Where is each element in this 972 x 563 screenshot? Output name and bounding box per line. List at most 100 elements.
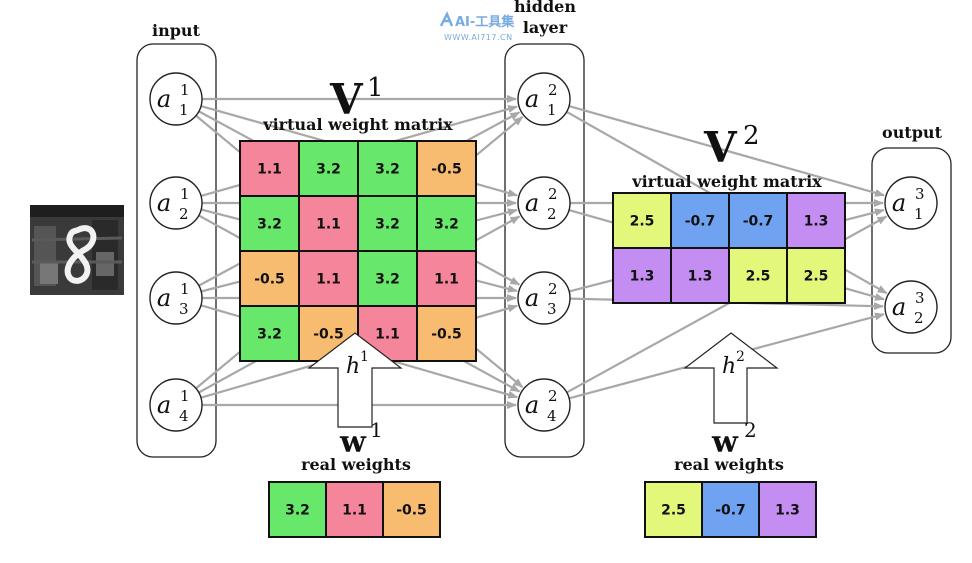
w2-value-r1c2: -0.7 [715, 503, 746, 519]
v1-value-r3c2: 1.1 [316, 272, 341, 288]
v2-value-r1c3: -0.7 [743, 214, 774, 230]
input-neuron-2-circle [149, 176, 203, 230]
output-neuron-1-circle [884, 176, 938, 230]
input-neuron-4-subscript: 4 [179, 407, 189, 425]
v1-value-r4c3: 1.1 [375, 327, 400, 343]
input-neuron-3-subscript: 3 [179, 300, 189, 318]
w1-caption: real weights [301, 455, 411, 474]
h2-superscript: 2 [736, 349, 745, 365]
input-neuron-2-superscript: 1 [180, 185, 190, 203]
h1-label: h [346, 354, 360, 379]
w2-cell-r1c2 [701, 481, 760, 538]
output-neuron-1-subscript: 1 [914, 205, 924, 223]
v2-cell-r2c1 [612, 247, 672, 304]
svg-text:AI-工具集: AI-工具集 [455, 14, 515, 30]
v2-symbol: V [703, 123, 738, 172]
v2-value-r2c4: 2.5 [804, 269, 829, 285]
h1-superscript: 1 [360, 349, 369, 365]
hidden-neuron-1-symbol: a [525, 85, 539, 113]
h2-hash-arrow [683, 332, 779, 424]
v1-value-r2c3: 3.2 [375, 217, 400, 233]
v1-value-r4c2: -0.5 [313, 327, 344, 343]
input-neuron-1-symbol: a [157, 85, 171, 113]
w1-value-r1c2: 1.1 [342, 503, 367, 519]
v1-cell-r2c3 [357, 195, 418, 252]
v1-cell-r3c1 [239, 250, 300, 307]
output-neuron-1-symbol: a [892, 189, 906, 217]
v2-cell-r1c2 [670, 192, 730, 249]
w2-caption: real weights [674, 455, 784, 474]
output-neuron-1-superscript: 3 [915, 185, 925, 203]
w2-value-r1c1: 2.5 [661, 503, 686, 519]
input-layer-label: input [152, 21, 201, 40]
hidden-layer-label-line2: layer [523, 18, 568, 37]
hidden-neuron-1-circle [517, 72, 571, 126]
hidden-neuron-4-superscript: 2 [548, 387, 558, 405]
input-neuron-1-superscript: 1 [180, 81, 190, 99]
v1-superscript: 1 [367, 73, 384, 103]
input-neuron-1-circle [149, 72, 203, 126]
v1-cell-r3c4 [416, 250, 477, 307]
input-neuron-2-symbol: a [157, 189, 171, 217]
input-neuron-3-symbol: a [157, 284, 171, 312]
v2-value-r2c2: 1.3 [688, 269, 713, 285]
v1-cell-r4c1 [239, 305, 300, 362]
hidden-neuron-4-circle [517, 378, 571, 432]
v2-value-r1c4: 1.3 [804, 214, 829, 230]
input-neuron-4-circle [149, 378, 203, 432]
output-layer-box [871, 147, 952, 354]
v2-superscript: 2 [743, 121, 760, 151]
digit-eight-image [30, 205, 124, 295]
input-neuron-3-superscript: 1 [180, 280, 190, 298]
v2-caption: virtual weight matrix [631, 172, 822, 191]
hidden-neuron-2-subscript: 2 [547, 205, 557, 223]
v1-value-r2c4: 3.2 [434, 217, 459, 233]
v1-symbol: V [329, 75, 364, 124]
hidden-neuron-1-subscript: 1 [547, 101, 557, 119]
w2-cell-r1c3 [758, 481, 817, 538]
w2-cell-r1c1 [644, 481, 703, 538]
v1-value-r1c3: 3.2 [375, 162, 400, 178]
w1-cell-r1c1 [268, 481, 327, 538]
h1-hash-arrow [307, 332, 403, 428]
v2-value-r1c1: 2.5 [630, 214, 655, 230]
hidden-neuron-3-symbol: a [525, 284, 539, 312]
input-neuron-1-subscript: 1 [179, 101, 189, 119]
v2-cell-r2c2 [670, 247, 730, 304]
w2-superscript: 2 [744, 418, 757, 442]
input-neuron-4-symbol: a [157, 391, 171, 419]
v2-value-r2c1: 1.3 [630, 269, 655, 285]
v1-value-r2c2: 1.1 [316, 217, 341, 233]
w1-superscript: 1 [370, 418, 383, 442]
output-layer-label: output [882, 123, 943, 142]
v1-value-r1c2: 3.2 [316, 162, 341, 178]
hidden-neuron-2-symbol: a [525, 189, 539, 217]
w2-symbol: w [711, 425, 739, 460]
hidden-neuron-3-superscript: 2 [548, 280, 558, 298]
v2-cell-r1c4 [786, 192, 846, 249]
w1-value-r1c1: 3.2 [285, 503, 310, 519]
v1-value-r4c4: -0.5 [431, 327, 462, 343]
connection-hid1-out1 [568, 105, 886, 197]
v1-value-r1c4: -0.5 [431, 162, 462, 178]
hidden-layer-box [504, 43, 585, 458]
v1-cell-r4c4 [416, 305, 477, 362]
input-neuron-2-subscript: 2 [179, 205, 189, 223]
v1-value-r3c4: 1.1 [434, 272, 459, 288]
